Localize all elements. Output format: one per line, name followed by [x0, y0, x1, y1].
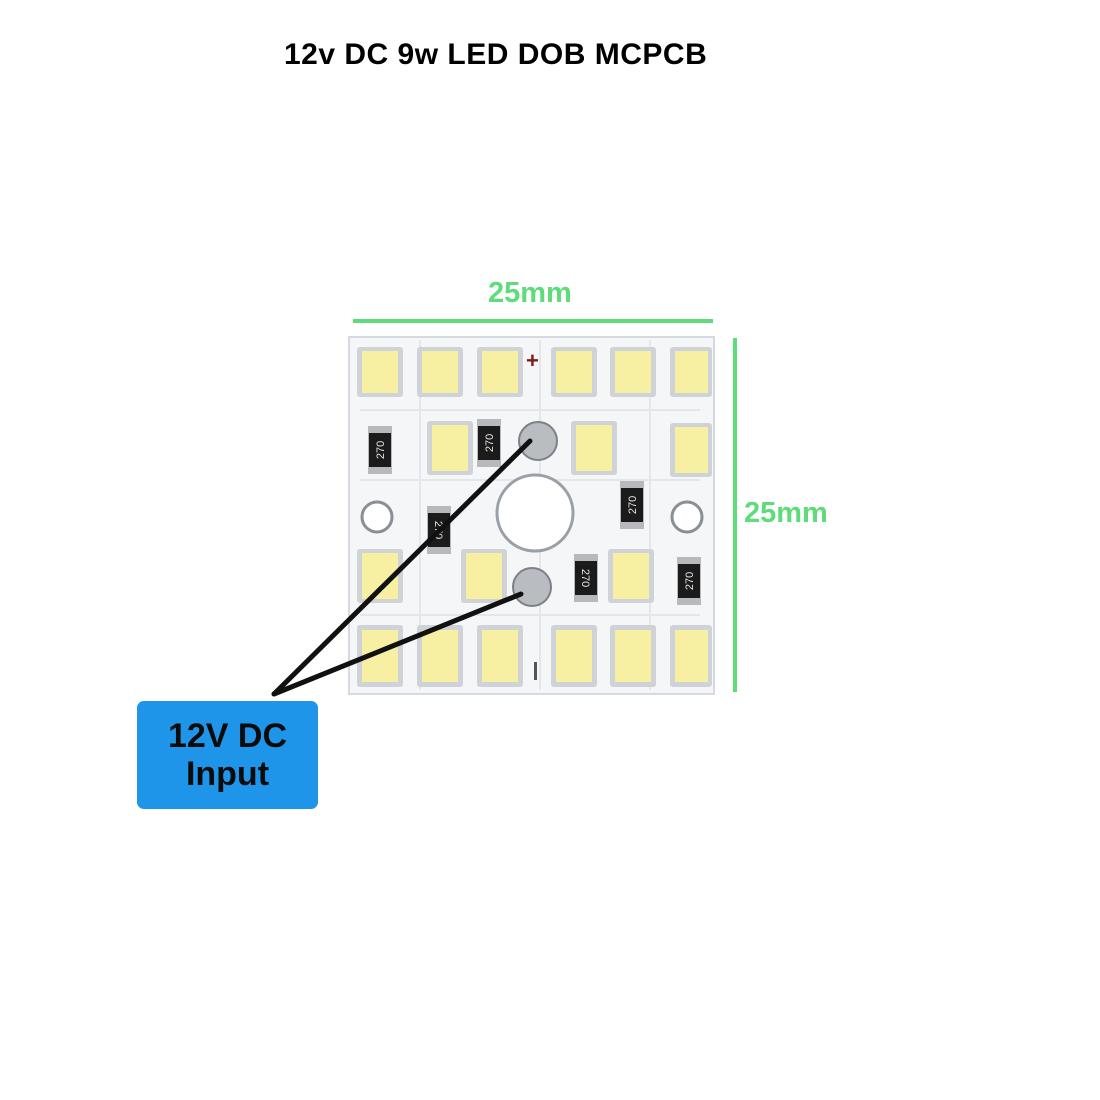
- connector-line-positive: [271, 438, 533, 697]
- resistor-code: 270: [579, 569, 591, 587]
- resistor: 270: [574, 554, 598, 602]
- led-chip: [551, 625, 597, 687]
- resistor: 270: [677, 557, 701, 605]
- connector-line-negative: [271, 591, 524, 697]
- width-dimension-label: 25mm: [488, 277, 572, 309]
- led-chip: [670, 347, 712, 397]
- led-chip: [477, 347, 523, 397]
- led-chip: [427, 421, 473, 475]
- resistor-code: 270: [684, 572, 696, 590]
- input-callout-box: 12V DC Input: [137, 701, 318, 809]
- led-row-2: [427, 421, 712, 477]
- led-chip: [610, 625, 656, 687]
- led-row-1: [357, 347, 712, 397]
- led-chip: [610, 347, 656, 397]
- led-chip: [477, 625, 523, 687]
- resistor: 270: [368, 426, 392, 474]
- callout-line-1: 12V DC: [167, 717, 288, 755]
- led-chip: [357, 549, 403, 603]
- led-chip: [357, 625, 403, 687]
- led-chip: [608, 549, 654, 603]
- page-title: 12v DC 9w LED DOB MCPCB: [284, 38, 708, 71]
- resistor-code: 270: [375, 441, 387, 459]
- resistor-code: 270: [484, 434, 496, 452]
- negative-solder-pad: [512, 567, 552, 607]
- positive-solder-pad: [518, 421, 558, 461]
- mounting-hole-left: [360, 500, 394, 534]
- polarity-plus-mark: +: [526, 348, 539, 373]
- resistor-code: 270: [627, 496, 639, 514]
- center-hole: [495, 473, 575, 553]
- led-chip: [357, 347, 403, 397]
- led-chip: [417, 347, 463, 397]
- led-row-4: [357, 625, 712, 687]
- led-chip: [551, 347, 597, 397]
- led-chip: [461, 549, 507, 603]
- callout-line-2: Input: [185, 755, 270, 793]
- led-chip: [670, 625, 712, 687]
- resistor: 270: [477, 419, 501, 467]
- led-chip: [571, 421, 617, 475]
- led-chip: [417, 625, 463, 687]
- resistor: 270: [620, 481, 644, 529]
- height-dimension-label: 25mm: [744, 497, 828, 529]
- mounting-hole-right: [670, 500, 704, 534]
- led-row-3: [357, 549, 654, 603]
- led-chip: [670, 423, 712, 477]
- polarity-minus-mark: [534, 662, 537, 680]
